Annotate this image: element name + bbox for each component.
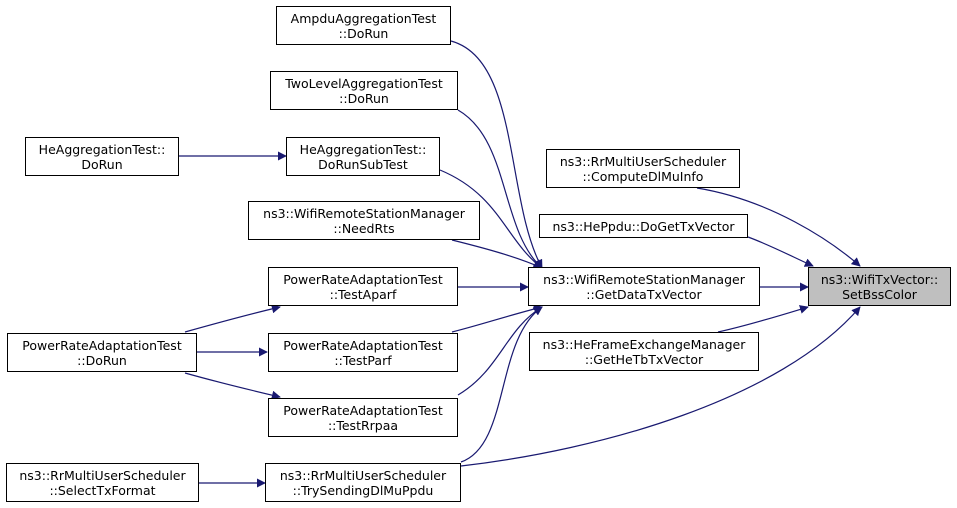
node-line1: ns3::RrMultiUserScheduler [559,153,727,169]
node-power-rate-adaptation-test-testrrpaa[interactable]: PowerRateAdaptationTest ::TestRrpaa [268,398,458,437]
node-line2: ::TestParf [334,352,392,368]
edge-needrts-to-getdatatxvector [451,239,543,269]
node-line1: PowerRateAdaptationTest [22,337,182,353]
edge-pradorun-to-rrpaa [184,372,281,400]
node-he-aggregation-test-dorun[interactable]: HeAggregationTest:: DoRun [25,137,179,176]
node-line2: ::DoRun [338,25,389,41]
node-rr-multiuser-scheduler-trysendingdlmuppdu[interactable]: ns3::RrMultiUserScheduler ::TrySendingDl… [265,463,461,502]
node-line1: PowerRateAdaptationTest [283,271,443,287]
node-line1: ns3::RrMultiUserScheduler [19,467,186,483]
edge-heaggsub-to-getdatatxvector [439,169,543,269]
node-line1: TwoLevelAggregationTest [285,75,443,91]
node-line1: ns3::RrMultiUserScheduler [279,467,447,483]
node-wifi-remote-station-manager-needrts[interactable]: ns3::WifiRemoteStationManager ::NeedRts [248,201,480,240]
node-wifi-tx-vector-setbsscolor: ns3::WifiTxVector:: SetBssColor [808,267,951,306]
node-ampdu-aggregation-test-dorun[interactable]: AmpduAggregationTest ::DoRun [276,6,451,45]
node-rr-multiuser-scheduler-computedlmuinfo[interactable]: ns3::RrMultiUserScheduler ::ComputeDlMuI… [546,149,740,188]
edge-trysendingdlmuppdu-to-getdatatxvector [460,306,543,463]
node-line2: ::GetHeTbTxVector [584,351,704,367]
node-line1: PowerRateAdaptationTest [283,402,443,418]
edge-pradorun-to-aparf [184,304,281,333]
node-line2: DoRunSubTest [318,156,408,172]
node-rr-multiuser-scheduler-selecttxformat[interactable]: ns3::RrMultiUserScheduler ::SelectTxForm… [6,463,199,502]
node-line1: ns3::WifiTxVector:: [820,271,939,287]
edge-hedogettxvector-to-setbsscolor [747,236,814,267]
node-line2: ::NeedRts [333,220,395,236]
node-line1: ns3::WifiRemoteStationManager [263,205,465,221]
node-power-rate-adaptation-test-testparf[interactable]: PowerRateAdaptationTest ::TestParf [268,333,458,372]
node-line2: DoRun [81,156,123,172]
node-he-ppdu-dogettxvector[interactable]: ns3::HePpdu::DoGetTxVector [539,214,748,238]
node-line2: ::TrySendingDlMuPpdu [292,482,434,498]
node-line1: ns3::WifiRemoteStationManager [543,271,745,287]
node-power-rate-adaptation-test-dorun[interactable]: PowerRateAdaptationTest ::DoRun [7,333,197,372]
node-power-rate-adaptation-test-testaparf[interactable]: PowerRateAdaptationTest ::TestAparf [268,267,458,306]
edge-trysendingdlmuppdu-to-setbsscolor [460,306,861,467]
node-twolevel-aggregation-test-dorun[interactable]: TwoLevelAggregationTest ::DoRun [270,71,458,110]
node-line2: ::TestRrpaa [327,417,399,433]
node-line1: AmpduAggregationTest [290,10,437,26]
node-line1: ns3::HePpdu::DoGetTxVector [552,218,735,234]
node-line1: HeAggregationTest:: [299,141,427,157]
edge-computedlmuinfo-to-setbsscolor [696,187,861,267]
node-line2: ::GetDataTxVector [586,286,702,302]
edge-twolevel-to-getdatatxvector [457,109,543,269]
node-line2: ::DoRun [339,90,389,106]
node-wifi-remote-station-manager-getdatatxvector[interactable]: ns3::WifiRemoteStationManager ::GetDataT… [528,267,760,306]
node-he-aggregation-test-dorunsubtest[interactable]: HeAggregationTest:: DoRunSubTest [286,137,440,176]
node-line2: ::DoRun [77,352,127,368]
node-line1: HeAggregationTest:: [38,141,166,157]
edge-ampdu-to-getdatatxvector [450,40,543,269]
edge-parf-to-getdatatxvector [451,304,543,333]
node-line1: PowerRateAdaptationTest [283,337,443,353]
edge-rrpaa-to-getdatatxvector [457,306,543,396]
node-he-frame-exchange-manager-gethetbtxvector[interactable]: ns3::HeFrameExchangeManager ::GetHeTbTxV… [529,332,759,371]
node-line2: ::SelectTxFormat [49,482,156,498]
node-line2: SetBssColor [842,286,917,302]
node-line1: ns3::HeFrameExchangeManager [542,336,746,352]
edge-getheubtxvector-to-setbsscolor [717,305,809,333]
node-line2: ::TestAparf [329,286,397,302]
node-line2: ::ComputeDlMuInfo [582,168,704,184]
